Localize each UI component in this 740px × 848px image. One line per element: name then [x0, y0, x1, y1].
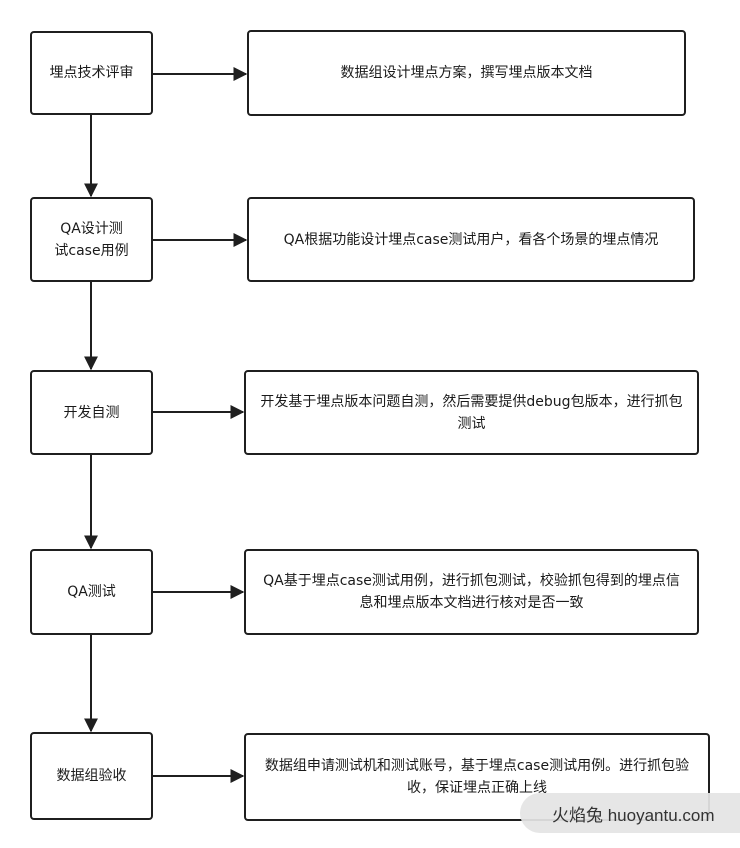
watermark-text: 火焰兔 huoyantu.com — [552, 805, 715, 825]
step-desc-3: 开发基于埋点版本问题自测，然后需要提供debug包版本，进行抓包测试 — [260, 393, 683, 432]
step-box-3: 开发自测 — [30, 370, 153, 455]
step-desc-box-2: QA根据功能设计埋点case测试用户，看各个场景的埋点情况 — [247, 197, 695, 282]
step-desc-1: 数据组设计埋点方案，撰写埋点版本文档 — [340, 65, 593, 81]
step-desc-4: QA基于埋点case测试用例，进行抓包测试，校验抓包得到的埋点信息和埋点版本文档… — [263, 573, 680, 611]
watermark: 火焰兔 huoyantu.com — [520, 793, 740, 833]
step-desc-2: QA根据功能设计埋点case测试用户，看各个场景的埋点情况 — [283, 231, 659, 248]
step-label-1: 埋点技术评审 — [49, 65, 134, 81]
step-box-5: 数据组验收 — [30, 732, 153, 820]
step-desc-5: 数据组申请测试机和测试账号，基于埋点case测试用例。进行抓包验收，保证埋点正确… — [264, 758, 690, 796]
step-box-4: QA测试 — [30, 549, 153, 635]
step-label-4: QA测试 — [67, 584, 116, 600]
step-desc-box-4: QA基于埋点case测试用例，进行抓包测试，校验抓包得到的埋点信息和埋点版本文档… — [244, 549, 699, 635]
step-box-1: 埋点技术评审 — [30, 31, 153, 115]
step-label-3: 开发自测 — [63, 404, 120, 421]
step-desc-box-1: 数据组设计埋点方案，撰写埋点版本文档 — [247, 30, 686, 116]
step-box-2: QA设计测试case用例 — [30, 197, 153, 282]
step-desc-box-3: 开发基于埋点版本问题自测，然后需要提供debug包版本，进行抓包测试 — [244, 370, 699, 455]
step-label-5: 数据组验收 — [56, 768, 127, 784]
step-label-2: QA设计测试case用例 — [54, 220, 129, 259]
